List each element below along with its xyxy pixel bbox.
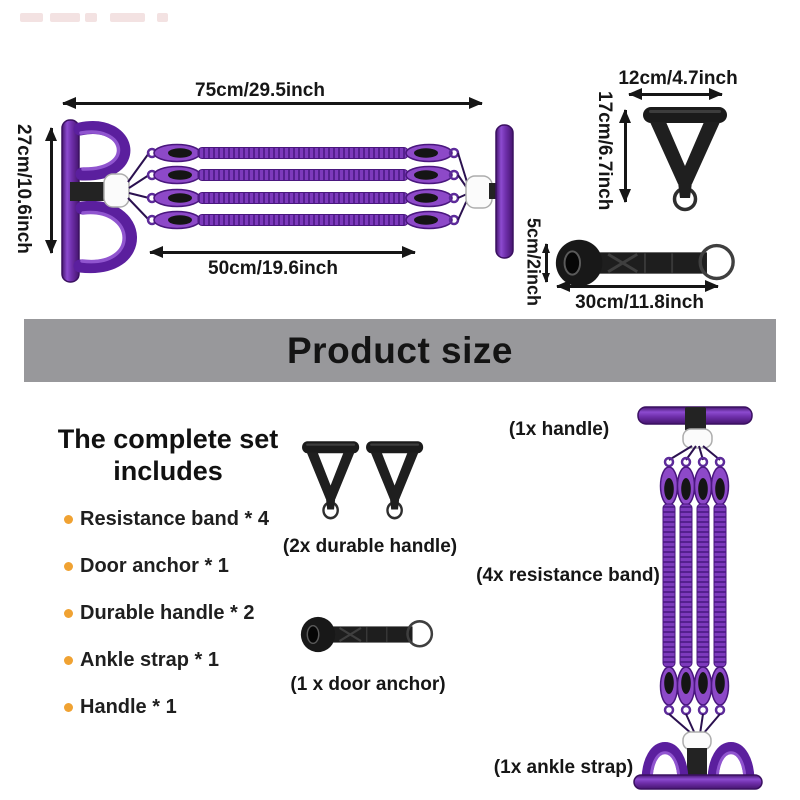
door-anchor-small-graphic (299, 615, 434, 654)
list-item: Handle * 1 (64, 696, 269, 720)
total-width-label: 75cm/29.5inch (195, 80, 325, 101)
bullet-dot-icon (64, 656, 73, 665)
resistance-bands-vertical (659, 456, 730, 716)
set-includes-list: Resistance band * 4 Door anchor * 1 Dura… (64, 508, 269, 743)
list-item: Door anchor * 1 (64, 555, 269, 579)
resistance-band-caption: (4x resistance band) (476, 565, 660, 586)
full-set-graphic (633, 406, 763, 790)
anchor-height-label: 5cm/2inch (523, 217, 544, 307)
ankle-strap-caption: (1x ankle strap) (493, 757, 634, 778)
set-includes-heading: The complete set includes (57, 424, 279, 486)
bullet-dot-icon (64, 515, 73, 524)
list-item: Durable handle * 2 (64, 602, 269, 626)
bullet-dot-icon (64, 562, 73, 571)
handle-width-label: 12cm/4.7inch (618, 68, 738, 89)
anchor-height-arrow (541, 243, 550, 283)
durable-handles-graphic (300, 439, 425, 520)
banner-title: Product size (287, 329, 513, 371)
bullet-dot-icon (64, 609, 73, 618)
pedal-height-label: 27cm/10.6inch (13, 124, 34, 254)
section-banner: Product size (24, 319, 776, 382)
door-anchor-caption: (1 x door anchor) (290, 674, 446, 695)
handle-graphic (641, 105, 729, 212)
handle-height-label: 17cm/6.7inch (594, 91, 615, 211)
anchor-length-label: 30cm/11.8inch (575, 292, 704, 313)
handle-width-arrow (628, 88, 723, 100)
total-width-arrow (62, 97, 483, 109)
band-length-arrow (149, 246, 416, 258)
pedal-height-arrow (45, 127, 57, 254)
list-item: Ankle strap * 1 (64, 649, 269, 673)
durable-handle-caption: (2x durable handle) (282, 536, 458, 557)
handle-caption: (1x handle) (508, 419, 610, 440)
main-device-graphic (61, 119, 514, 283)
resistance-bands-horizontal (146, 143, 460, 230)
handle-height-arrow (619, 109, 631, 203)
list-item: Resistance band * 4 (64, 508, 269, 532)
band-length-label: 50cm/19.6inch (208, 258, 338, 279)
anchor-length-arrow (556, 280, 719, 292)
bullet-dot-icon (64, 703, 73, 712)
